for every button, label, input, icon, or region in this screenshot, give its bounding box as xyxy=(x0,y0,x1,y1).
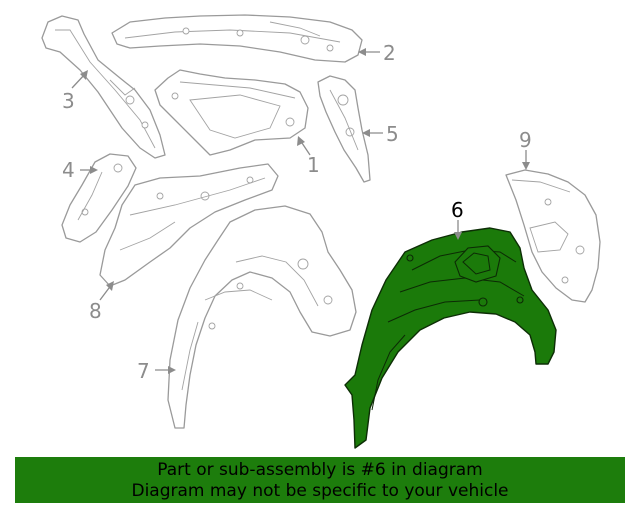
part-1-quarter-inner-panel[interactable] xyxy=(154,69,309,156)
banner-line-part: Part or sub-assembly is #6 in diagram xyxy=(157,460,483,480)
callout-3: 3 xyxy=(62,89,75,113)
part-7-wheelhouse-outer[interactable] xyxy=(167,205,357,429)
part-6-inner-wheelhouse[interactable] xyxy=(344,227,557,449)
callout-8: 8 xyxy=(89,299,102,323)
callout-4: 4 xyxy=(62,158,75,182)
callout-6: 6 xyxy=(451,198,464,222)
part-5-bracket[interactable] xyxy=(317,75,371,183)
callout-1: 1 xyxy=(307,153,320,177)
callout-7: 7 xyxy=(137,359,150,383)
part-4-panel[interactable] xyxy=(61,153,137,243)
callout-5: 5 xyxy=(386,122,399,146)
parts-diagram: 2 3 1 5 4 6 9 7 8 xyxy=(41,14,601,449)
leader-lines xyxy=(71,48,530,374)
part-9-rear-panel[interactable] xyxy=(505,169,601,303)
part-8-lower-panel[interactable] xyxy=(99,163,279,287)
part-2-roof-rail[interactable] xyxy=(111,14,363,63)
banner-line-disclaimer: Diagram may not be specific to your vehi… xyxy=(131,481,509,501)
callout-9: 9 xyxy=(519,128,532,152)
callout-2: 2 xyxy=(383,41,396,65)
info-banner: Part or sub-assembly is #6 in diagram Di… xyxy=(15,457,625,503)
